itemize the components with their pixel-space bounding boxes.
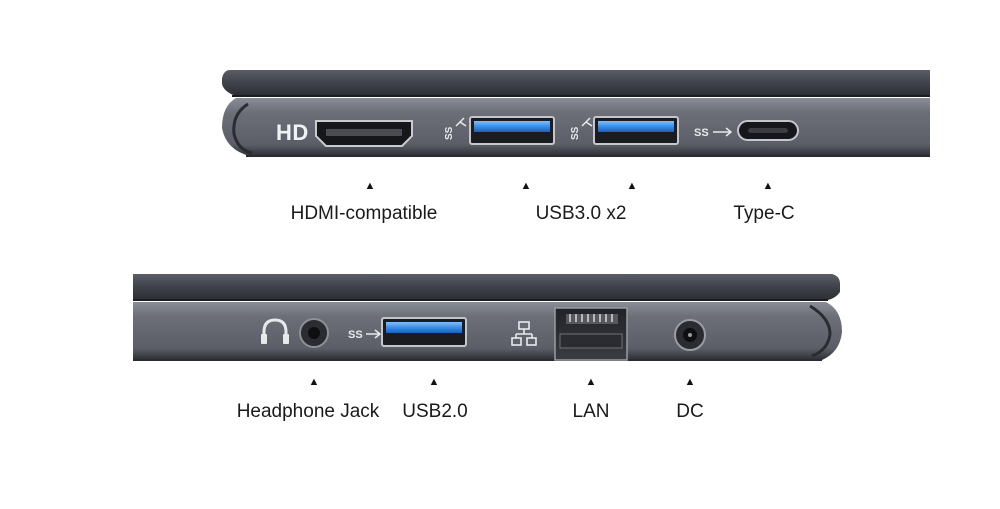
svg-text:SS: SS	[444, 126, 455, 140]
arrow-usb30-1: ▲	[520, 180, 532, 192]
label-lan: LAN	[572, 401, 610, 422]
arrow-headphone: ▲	[308, 376, 320, 388]
arrow-typec: ▲	[762, 180, 774, 192]
arrow-lan: ▲	[585, 376, 597, 388]
label-headphone: Headphone Jack	[236, 401, 380, 422]
label-hdmi: HDMI-compatible	[290, 203, 438, 224]
arrow-dc: ▲	[684, 376, 696, 388]
usb-superspeed-icon: SS	[444, 117, 467, 140]
usb-superspeed-icon: SS	[570, 117, 593, 140]
headphone-jack-port	[299, 318, 329, 348]
usb-port-icon	[381, 317, 467, 347]
type-c-port-icon	[737, 120, 799, 141]
hdmi-port-icon	[315, 120, 413, 147]
svg-text:SS: SS	[348, 329, 363, 341]
label-usb20: USB2.0	[402, 401, 468, 422]
label-usb30: USB3.0 x2	[535, 203, 627, 224]
usb-port-icon	[593, 116, 679, 145]
label-dc: DC	[676, 401, 704, 422]
top-hinge-curve	[232, 102, 253, 155]
arrow-hdmi: ▲	[364, 180, 376, 192]
top-lid	[222, 70, 930, 96]
bottom-laptop-side: SS	[133, 274, 842, 361]
headphone-icon	[261, 318, 289, 344]
arrow-usb20: ▲	[428, 376, 440, 388]
lan-icon	[511, 321, 537, 346]
top-laptop-side: SS SS SS	[222, 70, 930, 157]
arrow-usb30-2: ▲	[626, 180, 638, 192]
svg-text:SS: SS	[694, 127, 709, 139]
bottom-base	[133, 302, 842, 360]
bottom-hinge-curve	[809, 304, 832, 358]
usb-superspeed-icon: SS	[348, 329, 382, 341]
label-typec: Type-C	[733, 203, 795, 224]
dc-jack-icon	[674, 319, 706, 351]
hd-mark: HD	[276, 120, 309, 145]
usb-superspeed-icon: SS	[694, 127, 733, 139]
lan-port	[554, 307, 628, 361]
bottom-lid	[133, 274, 840, 300]
usb-port-icon	[469, 116, 555, 145]
svg-text:SS: SS	[570, 126, 581, 140]
